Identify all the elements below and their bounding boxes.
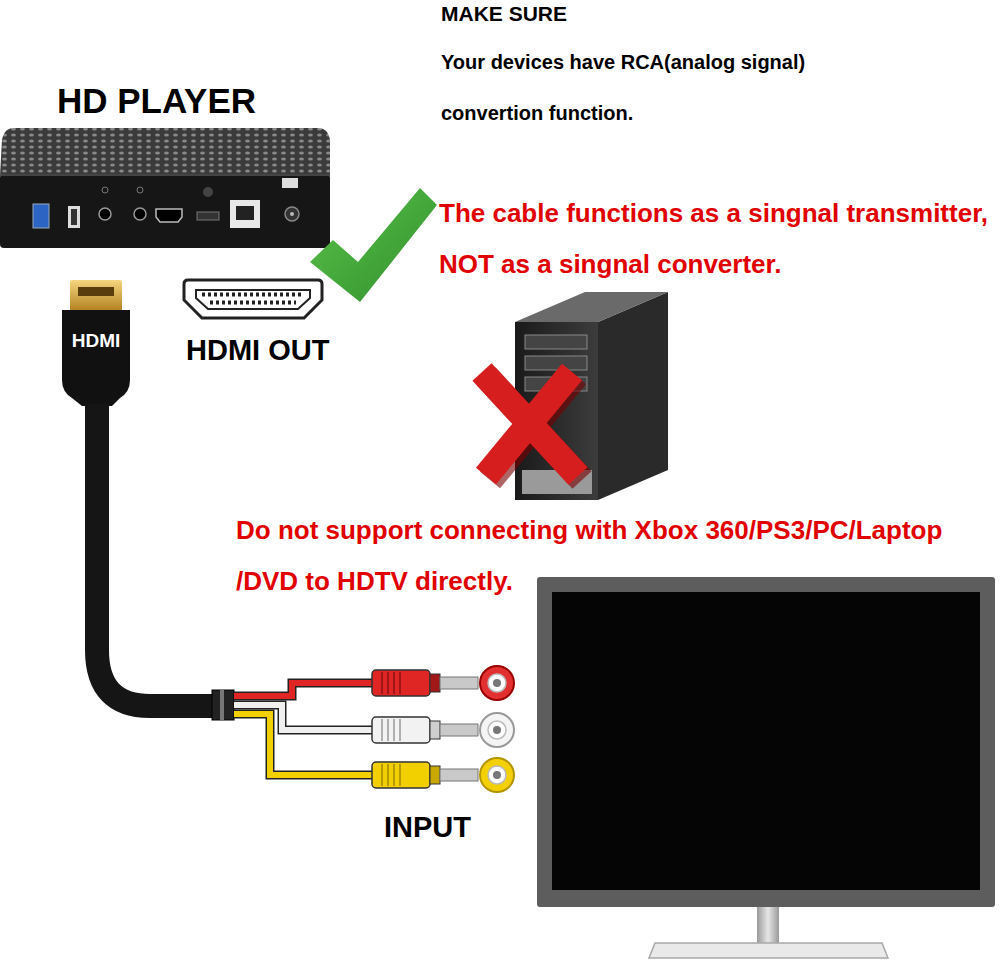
device-name: HD PLAYER	[57, 80, 256, 122]
warning-note: Do not support connecting with Xbox 360/…	[236, 505, 956, 607]
rca-jack-red	[480, 666, 514, 700]
rca-plug-red	[372, 670, 478, 696]
rca-plug-yellow	[372, 762, 478, 788]
input-label: INPUT	[384, 810, 471, 844]
hdmi-port-symbol	[184, 280, 322, 318]
hdtv	[537, 577, 995, 958]
hd-player-device	[0, 128, 330, 248]
check-mark	[310, 188, 437, 302]
connector-label: HDMI	[62, 330, 130, 352]
rca-jack-white	[480, 713, 514, 747]
note-text: Your devices have RCA(analog signal) con…	[441, 37, 861, 139]
cross-mark	[482, 372, 582, 480]
rca-jack-yellow	[480, 758, 514, 792]
warning-note: The cable functions as a singnal transmi…	[439, 188, 995, 290]
note-heading: MAKE SURE	[441, 0, 567, 28]
rca-wires	[234, 683, 372, 775]
port-label: HDMI OUT	[186, 333, 329, 367]
rca-plug-white	[372, 717, 478, 743]
